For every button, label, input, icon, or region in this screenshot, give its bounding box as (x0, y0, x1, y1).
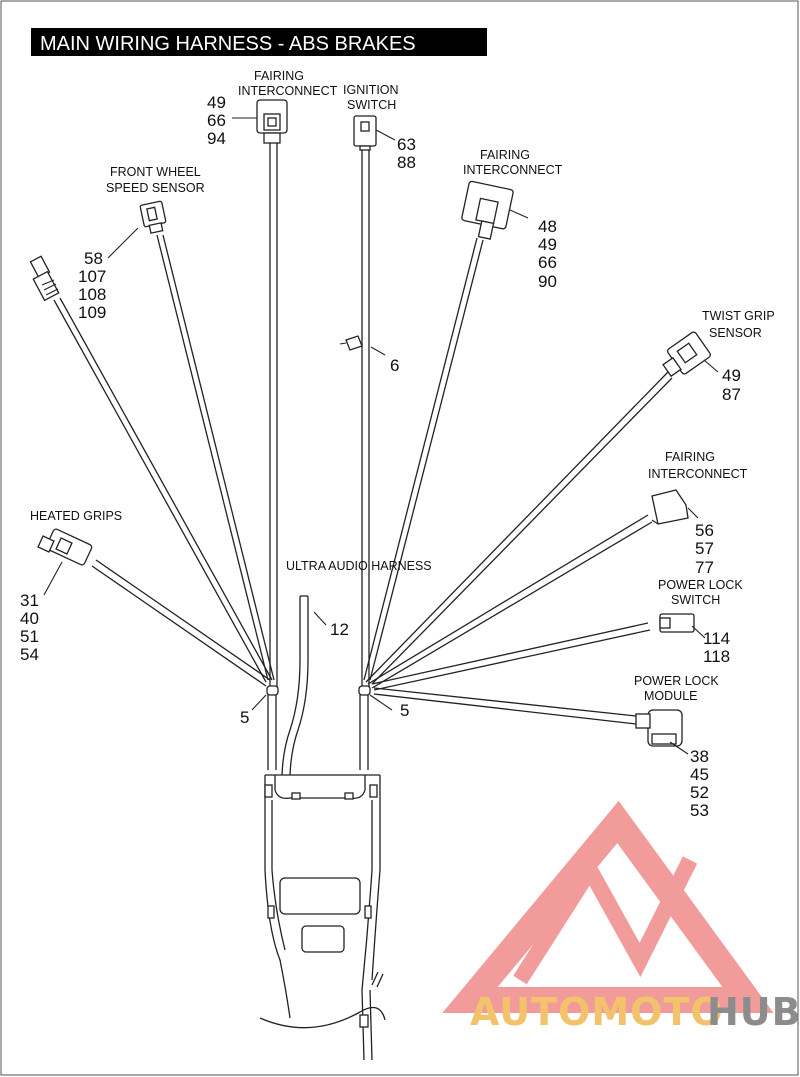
leader-lines (43, 117, 719, 755)
label-twist-grip-1: TWIST GRIP (702, 309, 775, 323)
watermark-logo (442, 800, 774, 1013)
callout-ultra-audio: 12 (330, 620, 349, 639)
callout-power-lock-module-1: 38 (690, 747, 709, 766)
ignition-switch-connector (353, 115, 377, 151)
callout-twist-grip-2: 87 (722, 385, 741, 404)
label-front-wheel-2: SPEED SENSOR (106, 181, 205, 195)
callout-power-lock-switch-1: 114 (703, 629, 730, 648)
callout-front-wheel-3: 108 (78, 285, 106, 304)
label-power-lock-module-1: POWER LOCK (634, 674, 719, 688)
main-trunk (259, 774, 386, 1061)
callout-fairing-right1-2: 49 (538, 235, 557, 254)
callout-ignition-2: 88 (397, 153, 416, 172)
callout-front-wheel-4: 109 (78, 303, 106, 322)
label-heated-grips: HEATED GRIPS (30, 509, 122, 523)
callout-front-wheel-1: 58 (84, 249, 103, 268)
power-lock-switch-connector (659, 613, 695, 633)
callout-fairing-right2-3: 77 (695, 558, 714, 577)
label-fairing-interconnect-right1-1: FAIRING (480, 148, 530, 162)
callout-front-wheel-2: 107 (78, 267, 106, 286)
callout-fairing-right1-4: 90 (538, 272, 557, 291)
label-power-lock-switch-1: POWER LOCK (658, 578, 743, 592)
callout-heated-grips-2: 40 (20, 609, 39, 628)
callout-heated-grips-4: 54 (20, 645, 39, 664)
watermark-text-1: AUTOMOTO (470, 990, 724, 1034)
callout-power-lock-module-4: 53 (690, 801, 709, 820)
twist-grip-sensor-connector (662, 331, 712, 378)
label-ignition-1: IGNITION (343, 83, 399, 97)
antenna-plug (29, 255, 60, 302)
fairing-interconnect-right2-connector (651, 489, 689, 525)
front-wheel-speed-sensor-connector (139, 200, 167, 234)
fairing-interconnect-top-connector (256, 99, 288, 144)
fairing-interconnect-right1-connector (461, 180, 514, 240)
callout-tie-left: 5 (240, 708, 249, 727)
callout-fairing-right2-1: 56 (695, 521, 714, 540)
label-ignition-2: SWITCH (347, 98, 396, 112)
callout-fairing-top-2: 66 (207, 111, 226, 130)
callout-tie-right: 5 (400, 701, 409, 720)
label-fairing-interconnect-right2-2: INTERCONNECT (648, 467, 748, 481)
label-ultra-audio-harness: ULTRA AUDIO HARNESS (286, 559, 432, 573)
label-twist-grip-2: SENSOR (709, 326, 762, 340)
diagram-title: MAIN WIRING HARNESS - ABS BRAKES (40, 33, 416, 55)
callout-fairing-right1-1: 48 (538, 217, 557, 236)
title-banner (31, 28, 487, 56)
wire-tie-right (358, 685, 371, 696)
label-front-wheel-1: FRONT WHEEL (110, 165, 201, 179)
callout-power-lock-module-2: 45 (690, 765, 709, 784)
left-wire-bundle (53, 143, 279, 770)
harness-clip (339, 335, 386, 356)
power-lock-module-connector (635, 709, 683, 747)
callout-power-lock-switch-2: 118 (703, 647, 730, 666)
label-fairing-interconnect-top-2: INTERCONNECT (238, 84, 338, 98)
watermark-text-2: HUB (707, 990, 800, 1034)
callout-ignition-1: 63 (397, 135, 416, 154)
callout-fairing-top-1: 49 (207, 93, 226, 112)
callout-heated-grips-1: 31 (20, 591, 39, 610)
callout-fairing-top-3: 94 (207, 129, 226, 148)
wire-tie-left (266, 685, 279, 696)
label-fairing-interconnect-top-1: FAIRING (254, 69, 304, 83)
label-power-lock-switch-2: SWITCH (671, 593, 720, 607)
label-fairing-interconnect-right2-1: FAIRING (665, 450, 715, 464)
right-wire-bundle (358, 148, 673, 770)
callout-power-lock-module-3: 52 (690, 783, 709, 802)
callout-fairing-right1-3: 66 (538, 253, 557, 272)
callout-fairing-right2-2: 57 (695, 539, 714, 558)
callout-twist-grip-1: 49 (722, 366, 741, 385)
heated-grips-connector (37, 528, 93, 566)
label-fairing-interconnect-right1-2: INTERCONNECT (463, 163, 563, 177)
ultra-audio-harness (281, 595, 309, 776)
label-power-lock-module-2: MODULE (644, 689, 697, 703)
callout-heated-grips-3: 51 (20, 627, 39, 646)
callout-clip: 6 (390, 356, 399, 375)
